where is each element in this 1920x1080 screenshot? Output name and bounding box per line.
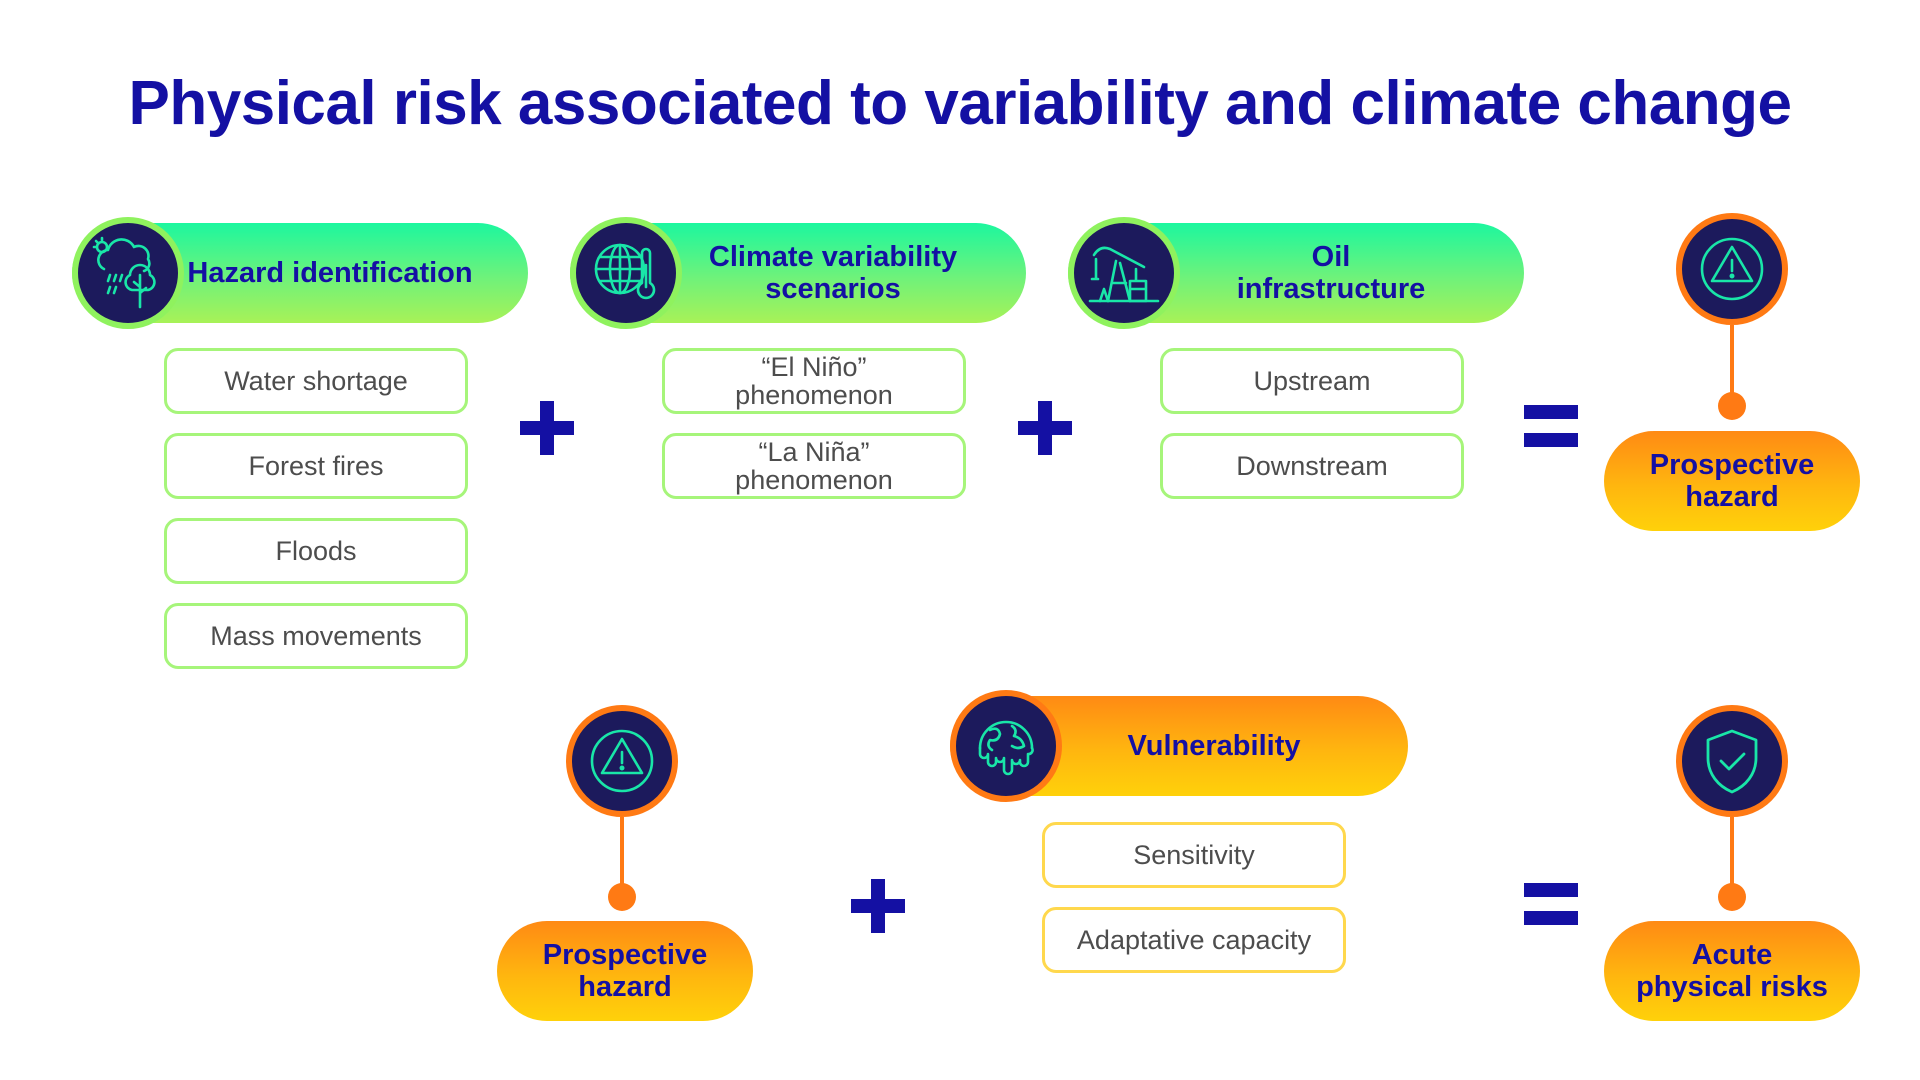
acute-physical-risks-result: Acute physical risks: [1604, 921, 1860, 1021]
hazard-item-mass-movements: Mass movements: [164, 603, 468, 669]
hazard-item-water-shortage: Water shortage: [164, 348, 468, 414]
prospective-hazard-input-label: Prospective hazard: [542, 939, 708, 1003]
oil-item-upstream: Upstream: [1160, 348, 1464, 414]
prospective-hazard-result: Prospective hazard: [1604, 431, 1860, 531]
acute-physical-risks-label: Acute physical risks: [1636, 939, 1828, 1003]
plus-operator: [851, 879, 905, 933]
connector-line: [620, 817, 624, 897]
oil-item-downstream: Downstream: [1160, 433, 1464, 499]
vulnerability-label: Vulnerability: [1127, 730, 1301, 762]
oil-pump-icon: [1068, 217, 1180, 329]
oil-infrastructure-label: Oil infrastructure: [1236, 241, 1426, 305]
connector-line: [1730, 325, 1734, 405]
connector-dot: [608, 883, 636, 911]
connector-line: [1730, 817, 1734, 897]
equals-operator: [1524, 883, 1578, 925]
globe-thermometer-icon: [570, 217, 682, 329]
climate-variability-label: Climate variability scenarios: [708, 241, 958, 305]
shield-check-icon: [1676, 705, 1788, 817]
climate-item-la-nina: “La Niña” phenomenon: [662, 433, 966, 499]
hazard-item-forest-fires: Forest fires: [164, 433, 468, 499]
connector-dot: [1718, 392, 1746, 420]
climate-item-el-nino: “El Niño” phenomenon: [662, 348, 966, 414]
prospective-hazard-result-label: Prospective hazard: [1649, 449, 1815, 513]
prospective-hazard-input: Prospective hazard: [497, 921, 753, 1021]
vulnerability-item-sensitivity: Sensitivity: [1042, 822, 1346, 888]
connector-dot: [1718, 883, 1746, 911]
melting-globe-icon: [950, 690, 1062, 802]
plus-operator: [1018, 401, 1072, 455]
plus-operator: [520, 401, 574, 455]
hazard-identification-label: Hazard identification: [187, 257, 473, 289]
warning-icon: [1676, 213, 1788, 325]
vulnerability-item-adaptative-capacity: Adaptative capacity: [1042, 907, 1346, 973]
equals-operator: [1524, 405, 1578, 447]
warning-icon: [566, 705, 678, 817]
page-title: Physical risk associated to variability …: [128, 69, 1792, 138]
hazard-item-floods: Floods: [164, 518, 468, 584]
weather-tree-icon: [72, 217, 184, 329]
